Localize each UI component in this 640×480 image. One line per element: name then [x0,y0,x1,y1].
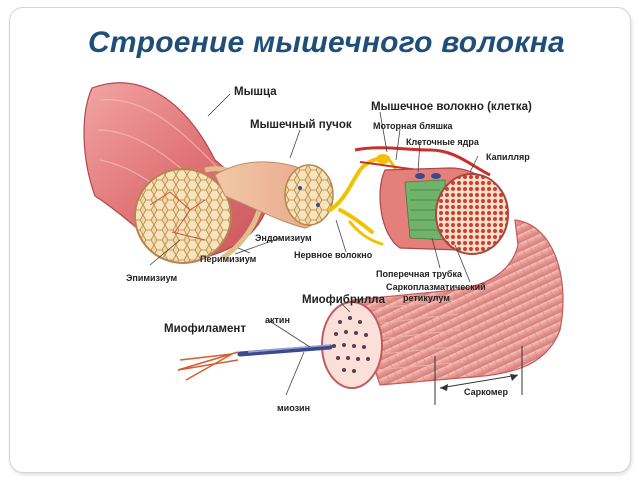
label-actin: актин [265,315,290,325]
label-nerve-fiber: Нервное волокно [294,250,373,260]
label-t-tubule: Поперечная трубка [376,269,463,279]
label-nuclei: Клеточные ядра [406,137,480,147]
label-myofibril: Миофибрилла [302,294,386,306]
myofilament-illustration [177,344,333,381]
myofibril-illustration [321,219,564,389]
fiber-illustration [354,146,509,255]
label-bundle: Мышечный пучок [250,119,352,131]
label-sarcomere: Саркомер [464,387,509,397]
bundle-illustration [214,161,334,229]
leader-lines [149,93,479,396]
label-myofilament: Миофиламент [164,323,246,335]
label-epimysium: Эпимизиум [126,273,177,283]
label-perimysium: Перимизиум [200,254,257,264]
slide-title: Строение мышечного волокна [88,26,565,59]
label-endomysium: Эндомизиум [255,233,312,243]
label-motor-plaque: Моторная бляшка [373,121,454,131]
muscle-illustration [83,82,269,264]
label-muscle: Мышца [234,86,277,98]
label-fiber: Мышечное волокно (клетка) [371,101,532,113]
diagram-labels: Мышца Мышечный пучок Мышечное волокно (к… [126,86,532,413]
label-sr-line1: Саркоплазматический [386,282,486,292]
label-sr-line2: ретикулум [403,293,450,303]
sarcomere-marker [434,346,523,405]
label-myosin: миозин [277,403,310,413]
label-capillary: Капилляр [486,152,530,162]
